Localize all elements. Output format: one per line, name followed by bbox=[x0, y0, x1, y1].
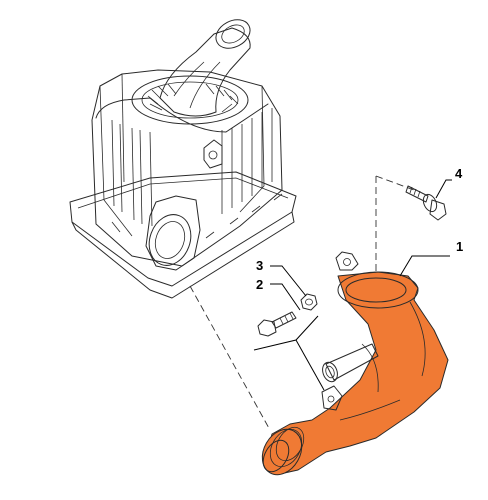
leader-lines bbox=[253, 179, 452, 391]
flanged-bolt-icon bbox=[405, 185, 447, 221]
air-intake-duct-icon bbox=[261, 251, 449, 476]
bolt-icon bbox=[257, 311, 297, 337]
callout-3: 3 bbox=[256, 258, 263, 273]
callout-4: 4 bbox=[455, 166, 463, 181]
callout-2: 2 bbox=[256, 277, 263, 292]
callout-1: 1 bbox=[456, 239, 463, 254]
air-filter-housing-icon bbox=[69, 19, 297, 299]
nut-icon bbox=[300, 293, 318, 311]
